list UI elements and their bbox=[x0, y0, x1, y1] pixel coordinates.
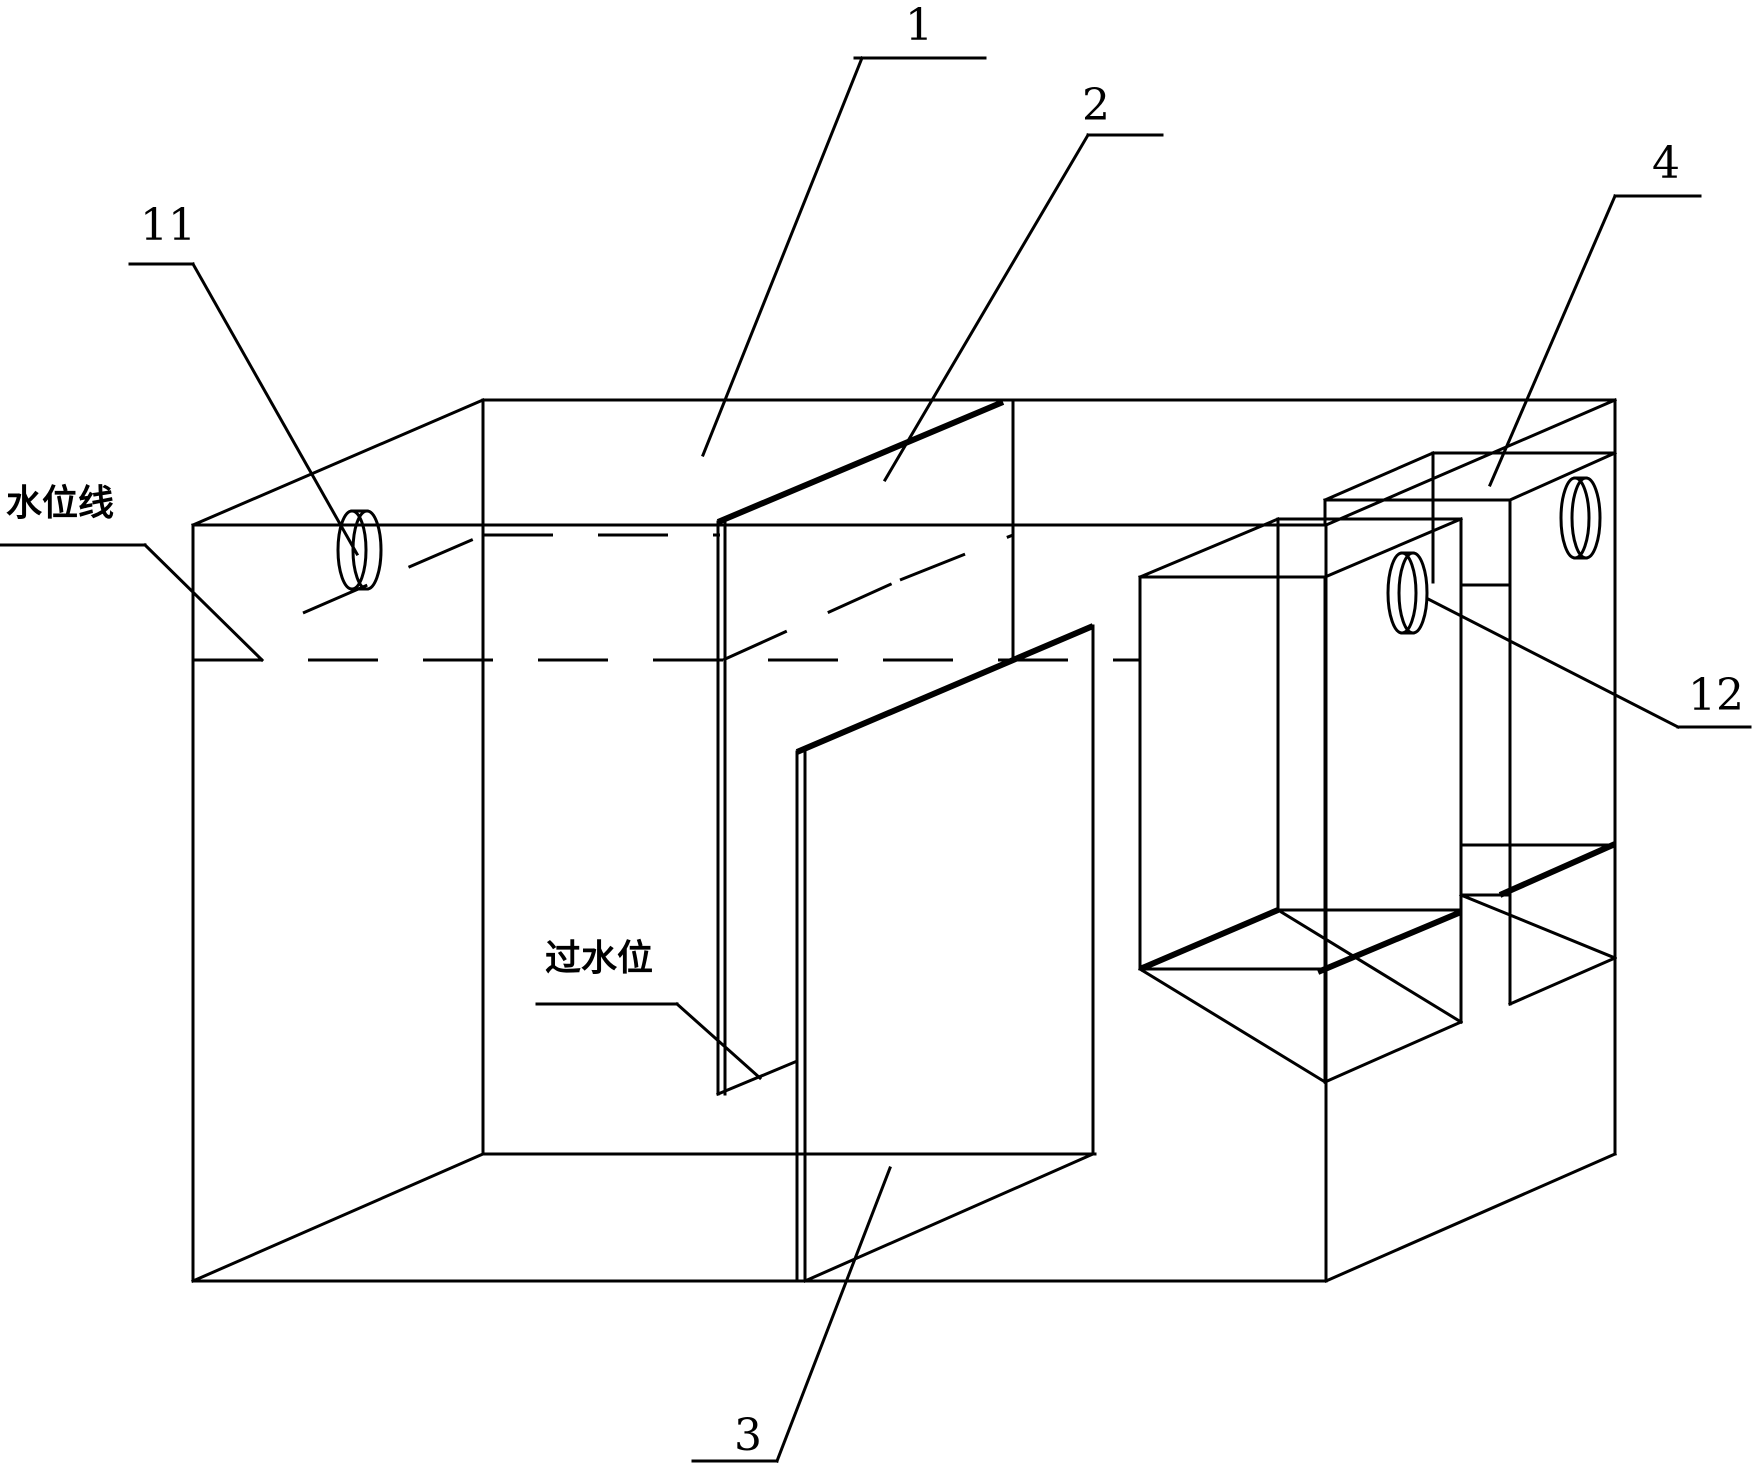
label-1: 1 bbox=[905, 0, 933, 51]
label-4: 4 bbox=[1652, 138, 1680, 189]
outlet-box-back bbox=[1323, 451, 1617, 1006]
outlet-pipe-12 bbox=[1386, 551, 1429, 635]
label-2: 2 bbox=[1082, 80, 1110, 131]
label-water-line: 水位线 bbox=[6, 483, 114, 524]
outlet-box-front bbox=[1137, 517, 1464, 1085]
label-3: 3 bbox=[734, 1410, 762, 1461]
leader-lines bbox=[0, 56, 1752, 1463]
label-12: 12 bbox=[1688, 670, 1744, 721]
tank-body bbox=[191, 398, 1617, 1283]
outlet-pipe-back bbox=[1559, 476, 1602, 560]
inlet-pipe-11 bbox=[336, 509, 383, 591]
label-11: 11 bbox=[140, 200, 196, 251]
label-overflow-level: 过水位 bbox=[545, 938, 653, 979]
baffle-lower bbox=[795, 623, 1095, 1283]
water-level-line bbox=[193, 533, 1140, 662]
baffle-upper bbox=[716, 399, 1005, 1096]
